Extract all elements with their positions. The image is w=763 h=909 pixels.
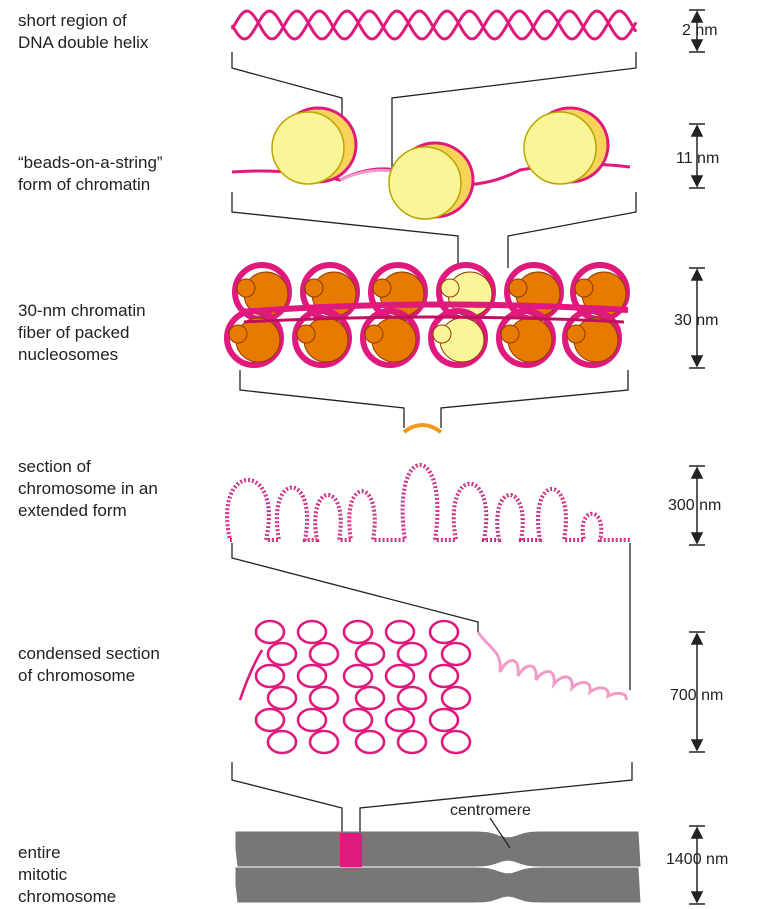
highlight-segment [404, 425, 441, 432]
scale-bars [689, 10, 705, 904]
scale-bar [689, 124, 705, 188]
fiber-nucleosome [431, 311, 485, 365]
condensed-coil-column [386, 621, 426, 753]
highlighted-region [340, 833, 362, 867]
nucleosome-bead-1 [272, 108, 356, 184]
extended-chromosome-section [227, 425, 630, 540]
scale-bar [689, 632, 705, 752]
scale-bar [689, 466, 705, 545]
connector-lines-4 [232, 543, 630, 690]
condensed-coil-column [256, 621, 296, 753]
decondensing-coil [478, 632, 626, 700]
nucleosome-bead-3 [524, 108, 608, 184]
connector-lines-5 [232, 762, 632, 832]
nucleosome-bead-2 [389, 143, 473, 219]
condensed-coil-column [344, 621, 384, 753]
fiber-nucleosome [363, 311, 417, 365]
mitotic-chromosome [236, 818, 640, 902]
condensed-coil-column [430, 621, 470, 753]
30nm-chromatin-fiber [227, 265, 628, 365]
scale-bar [689, 826, 705, 904]
condensed-coil-column [298, 621, 338, 753]
connector-lines-3 [240, 370, 628, 428]
dna-double-helix [232, 11, 636, 39]
condensed-chromosome-section [240, 621, 626, 753]
scale-bar [689, 268, 705, 368]
beads-on-string [232, 108, 630, 219]
scale-bar [689, 10, 705, 52]
